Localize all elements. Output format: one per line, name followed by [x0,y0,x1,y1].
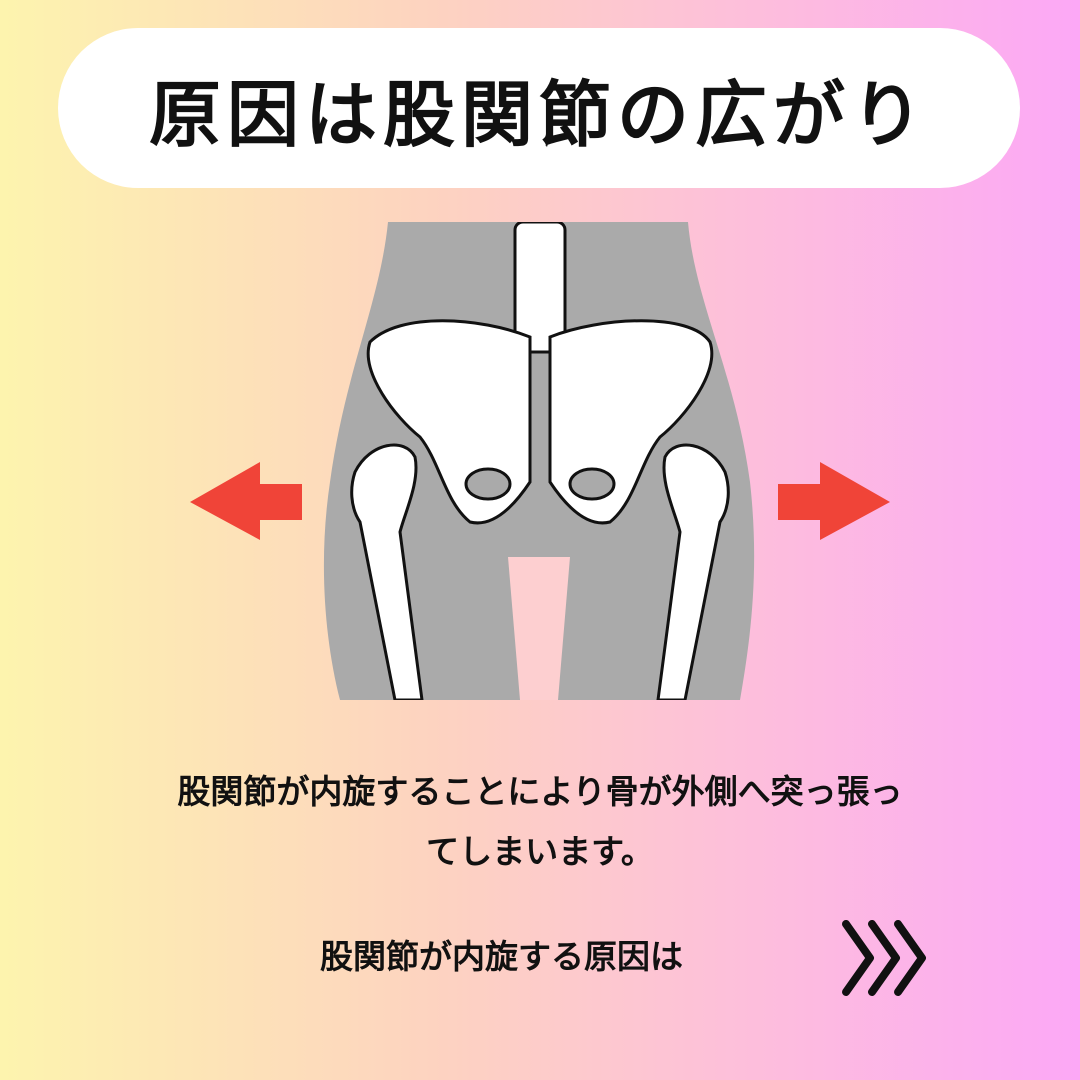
description: 股関節が内旋することにより骨が外側へ突っ張っ てしまいます。 [60,762,1020,882]
femur-left [350,443,424,700]
spine [513,222,567,354]
title-banner: 原因は股関節の広がり [58,28,1020,188]
next-label[interactable]: 股関節が内旋する原因は [320,937,683,976]
inner-thigh-gap [508,557,570,700]
hip-joint-illustration [190,222,890,700]
description-line-1: 股関節が内旋することにより骨が外側へ突っ張っ [177,772,903,811]
left-arrow-icon [190,462,302,540]
femur-right [656,443,730,700]
page-title: 原因は股関節の広がり [148,72,929,157]
chevron-triple-right-icon[interactable] [838,918,938,998]
obturator-left [464,467,512,501]
arrow-outward-icon [190,462,890,540]
description-line-2: てしまいます。 [426,832,654,871]
right-arrow-icon [778,462,890,540]
obturator-right [568,467,616,501]
